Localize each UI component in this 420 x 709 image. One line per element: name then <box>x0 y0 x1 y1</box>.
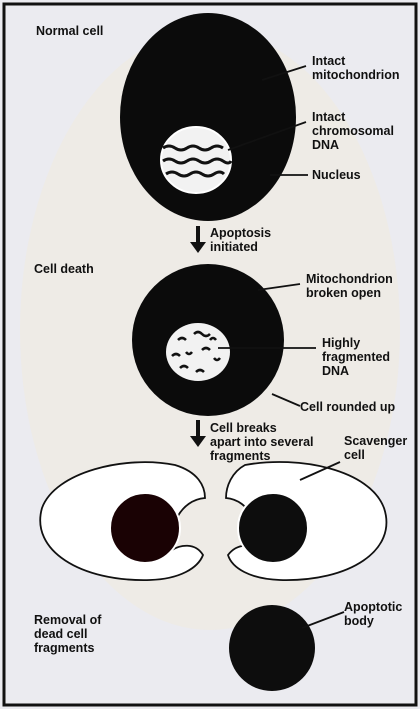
stage-removal-title: Removal of dead cell fragments <box>34 613 101 655</box>
label-intact-dna: Intact chromosomal DNA <box>312 110 394 152</box>
label-fragmented-dna: Highly fragmented DNA <box>322 336 390 378</box>
apoptotic-body <box>229 605 315 691</box>
fragment-right <box>238 493 308 563</box>
stage-normal-title: Normal cell <box>36 24 103 38</box>
fragment-left <box>110 493 180 563</box>
label-nucleus: Nucleus <box>312 168 361 182</box>
label-cell-rounded: Cell rounded up <box>300 400 395 414</box>
label-apoptotic-body: Apoptotic body <box>344 600 402 628</box>
label-intact-mitochondrion: Intact mitochondrion <box>312 54 400 82</box>
stage-death-title: Cell death <box>34 262 94 276</box>
label-scavenger-cell: Scavenger cell <box>344 434 407 462</box>
label-apoptosis-initiated: Apoptosis initiated <box>210 226 271 254</box>
label-cell-breaks: Cell breaks apart into several fragments <box>210 421 314 463</box>
label-mito-broken: Mitochondrion broken open <box>306 272 393 300</box>
